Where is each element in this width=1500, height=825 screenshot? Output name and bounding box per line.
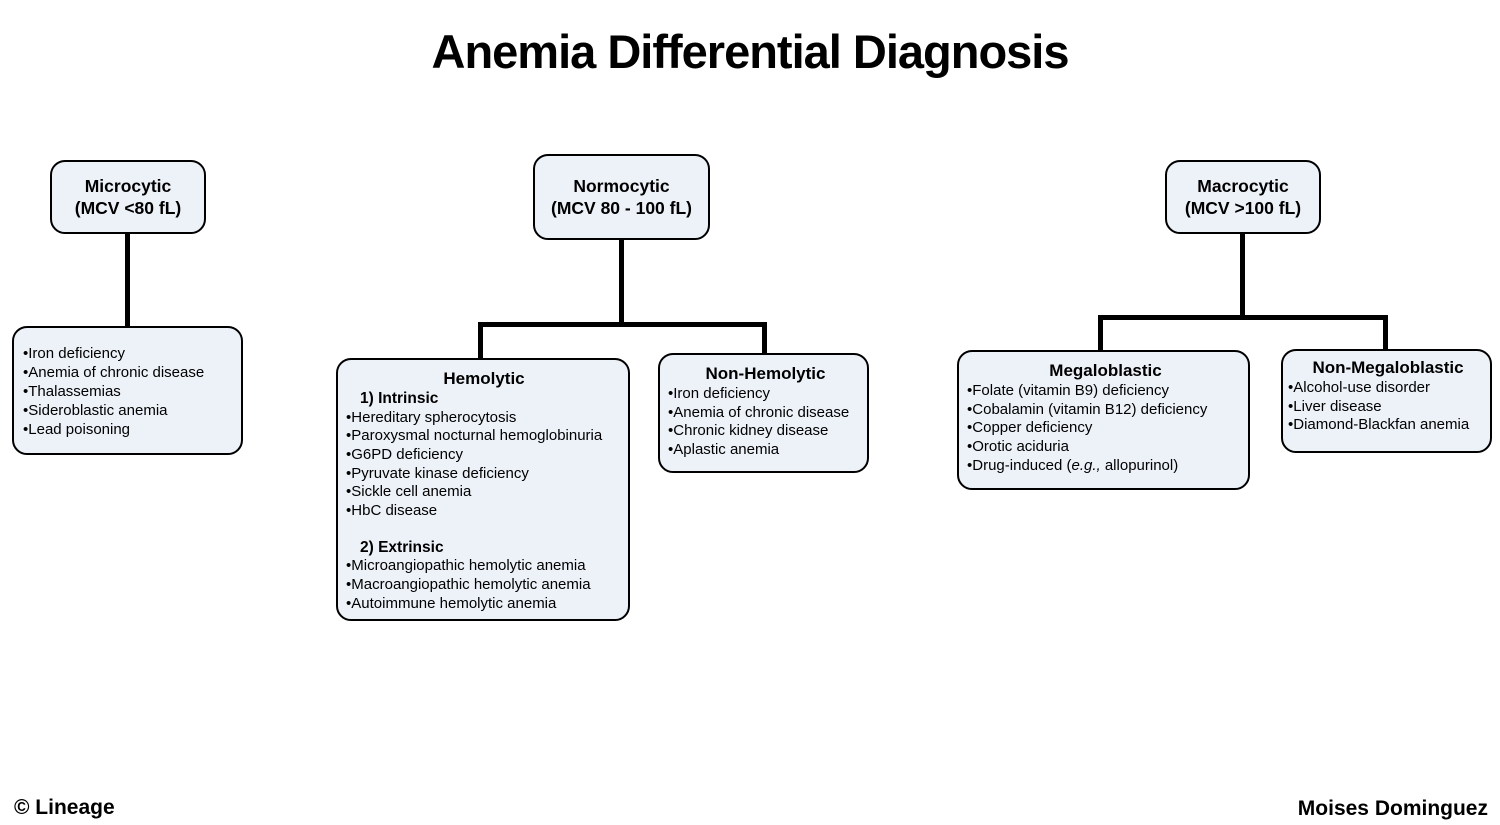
hemolytic-intrinsic-section: 1) Intrinsic Hereditary spherocytosisPar… xyxy=(346,390,622,521)
list-item: Pyruvate kinase deficiency xyxy=(346,465,622,484)
connector-non-hemolytic-drop xyxy=(762,322,767,355)
list-item: Iron deficiency xyxy=(668,385,863,404)
megaloblastic-heading: Megaloblastic xyxy=(1049,361,1162,380)
node-macrocytic: Macrocytic (MCV >100 fL) xyxy=(1165,160,1321,234)
node-microcytic-causes: Iron deficiencyAnemia of chronic disease… xyxy=(12,326,243,455)
node-macrocytic-subtitle: (MCV >100 fL) xyxy=(1184,198,1302,218)
connector-microcytic-stem xyxy=(125,232,130,327)
list-item: Orotic aciduria xyxy=(967,438,1244,457)
node-non-megaloblastic: Non-Megaloblastic Alcohol-use disorderLi… xyxy=(1281,349,1492,453)
list-item: Paroxysmal nocturnal hemoglobinuria xyxy=(346,427,622,446)
node-microcytic-subtitle: (MCV <80 fL) xyxy=(74,198,182,218)
connector-non-megaloblastic-drop xyxy=(1383,315,1388,351)
connector-normocytic-branch-bar xyxy=(478,322,767,327)
list-item: Diamond-Blackfan anemia xyxy=(1288,416,1488,435)
author-credit: Moises Dominguez xyxy=(1297,797,1488,820)
list-item: Hereditary spherocytosis xyxy=(346,409,622,428)
connector-macrocytic-branch-bar xyxy=(1098,315,1388,320)
non-megaloblastic-causes-list: Alcohol-use disorderLiver diseaseDiamond… xyxy=(1288,379,1488,435)
hemolytic-extrinsic-section: 2) Extrinsic Microangiopathic hemolytic … xyxy=(346,539,622,614)
list-item: Aplastic anemia xyxy=(668,441,863,460)
node-normocytic-subtitle: (MCV 80 - 100 fL) xyxy=(551,198,692,218)
extrinsic-section-heading: 2) Extrinsic xyxy=(360,538,444,556)
list-item: Copper deficiency xyxy=(967,419,1244,438)
non-megaloblastic-heading: Non-Megaloblastic xyxy=(1312,358,1464,377)
list-item: HbC disease xyxy=(346,502,622,521)
node-normocytic: Normocytic (MCV 80 - 100 fL) xyxy=(533,154,710,240)
microcytic-causes-list: Iron deficiencyAnemia of chronic disease… xyxy=(23,344,233,439)
list-item: Iron deficiency xyxy=(23,344,233,363)
copyright-text: © Lineage xyxy=(14,796,115,819)
list-item: Lead poisoning xyxy=(23,420,233,439)
list-item: Cobalamin (vitamin B12) deficiency xyxy=(967,401,1244,420)
list-item: Folate (vitamin B9) deficiency xyxy=(967,382,1244,401)
connector-megaloblastic-drop xyxy=(1098,315,1103,352)
list-item: Liver disease xyxy=(1288,398,1488,417)
node-megaloblastic: Megaloblastic Folate (vitamin B9) defici… xyxy=(957,350,1250,490)
node-normocytic-title: Normocytic xyxy=(573,176,670,196)
list-item: Chronic kidney disease xyxy=(668,422,863,441)
extrinsic-causes-list: Microangiopathic hemolytic anemiaMacroan… xyxy=(346,557,622,613)
node-microcytic-title: Microcytic xyxy=(84,176,172,196)
non-hemolytic-causes-list: Iron deficiencyAnemia of chronic disease… xyxy=(668,385,863,460)
list-item: G6PD deficiency xyxy=(346,446,622,465)
non-hemolytic-heading: Non-Hemolytic xyxy=(705,364,826,383)
list-item: Anemia of chronic disease xyxy=(668,404,863,423)
list-item: Drug-induced (e.g., allopurinol) xyxy=(967,457,1244,476)
connector-normocytic-stem xyxy=(619,239,624,325)
node-hemolytic: Hemolytic 1) Intrinsic Hereditary sphero… xyxy=(336,358,630,621)
list-item: Sideroblastic anemia xyxy=(23,401,233,420)
megaloblastic-causes-list: Folate (vitamin B9) deficiencyCobalamin … xyxy=(967,382,1244,476)
list-item: Macroangiopathic hemolytic anemia xyxy=(346,576,622,595)
node-macrocytic-title: Macrocytic xyxy=(1197,176,1289,196)
page-title: Anemia Differential Diagnosis xyxy=(431,25,1070,78)
connector-macrocytic-stem xyxy=(1240,232,1245,318)
list-item: Microangiopathic hemolytic anemia xyxy=(346,557,622,576)
connector-hemolytic-drop xyxy=(478,322,483,360)
hemolytic-heading: Hemolytic xyxy=(443,369,525,388)
list-item: Thalassemias xyxy=(23,382,233,401)
intrinsic-section-heading: 1) Intrinsic xyxy=(360,390,439,407)
list-item: Alcohol-use disorder xyxy=(1288,379,1488,398)
list-item: Autoimmune hemolytic anemia xyxy=(346,595,622,614)
node-non-hemolytic: Non-Hemolytic Iron deficiencyAnemia of c… xyxy=(658,353,869,473)
intrinsic-causes-list: Hereditary spherocytosisParoxysmal noctu… xyxy=(346,409,622,521)
list-item: Anemia of chronic disease xyxy=(23,363,233,382)
list-item: Sickle cell anemia xyxy=(346,483,622,502)
node-microcytic: Microcytic (MCV <80 fL) xyxy=(50,160,206,234)
